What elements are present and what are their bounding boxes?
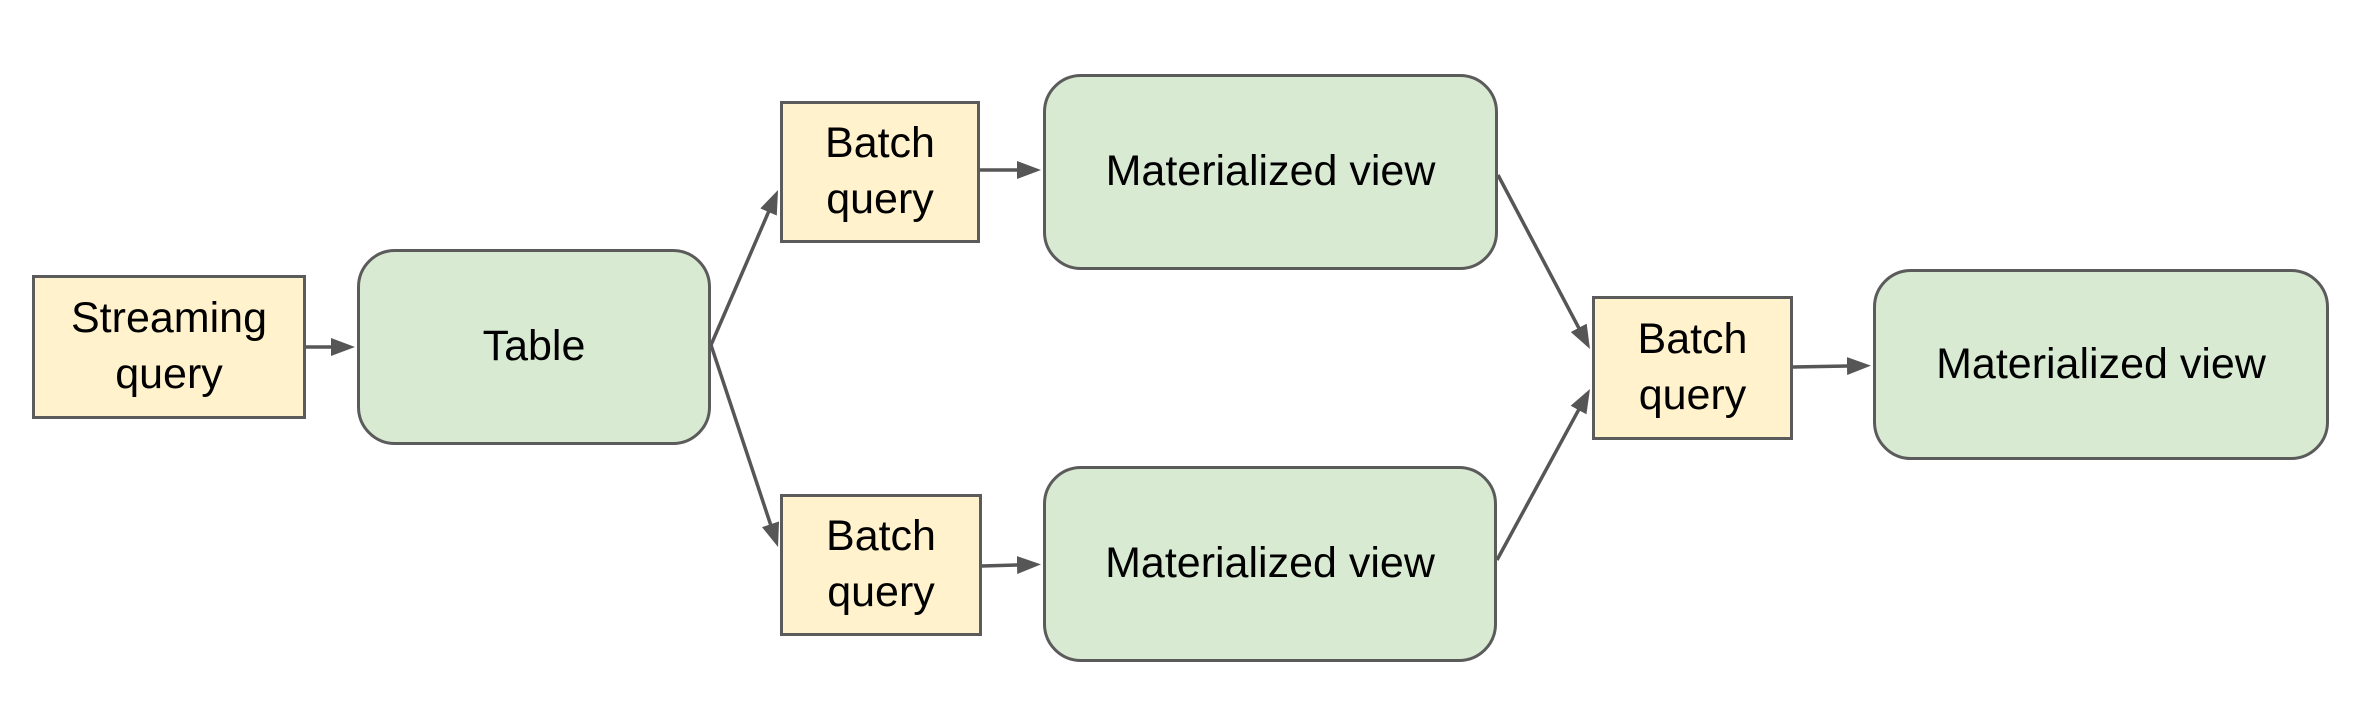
node-materialized-view-bottom: Materialized view: [1043, 466, 1497, 662]
edge-table-to-batch-query-top: [709, 189, 779, 346]
node-label: Materialized view: [1105, 147, 1436, 196]
node-label: Materialized view: [1936, 339, 2266, 388]
node-label: Streaming query: [71, 294, 267, 398]
edge-materialized-view-bottom-to-batch-query-right: [1495, 388, 1590, 561]
node-label: Batch query: [1637, 315, 1748, 419]
node-batch-query-top: Batch query: [780, 101, 980, 243]
node-table: Table: [357, 249, 711, 445]
node-streaming-query: Streaming query: [32, 275, 306, 419]
edge-batch-query-right-to-materialized-view-right: [1792, 357, 1871, 376]
node-label: Materialized view: [1105, 539, 1435, 588]
node-materialized-view-top: Materialized view: [1043, 74, 1498, 270]
node-label: Table: [482, 322, 586, 371]
node-batch-query-bottom: Batch query: [780, 494, 982, 636]
node-batch-query-right: Batch query: [1592, 296, 1793, 440]
edge-materialized-view-top-to-batch-query-right: [1496, 174, 1590, 350]
node-materialized-view-right: Materialized view: [1873, 269, 2329, 460]
edge-table-to-batch-query-bottom: [709, 344, 780, 548]
node-label: Batch query: [825, 119, 935, 223]
edge-batch-query-bottom-to-materialized-view-bottom: [981, 556, 1041, 575]
node-label: Batch query: [826, 512, 936, 616]
